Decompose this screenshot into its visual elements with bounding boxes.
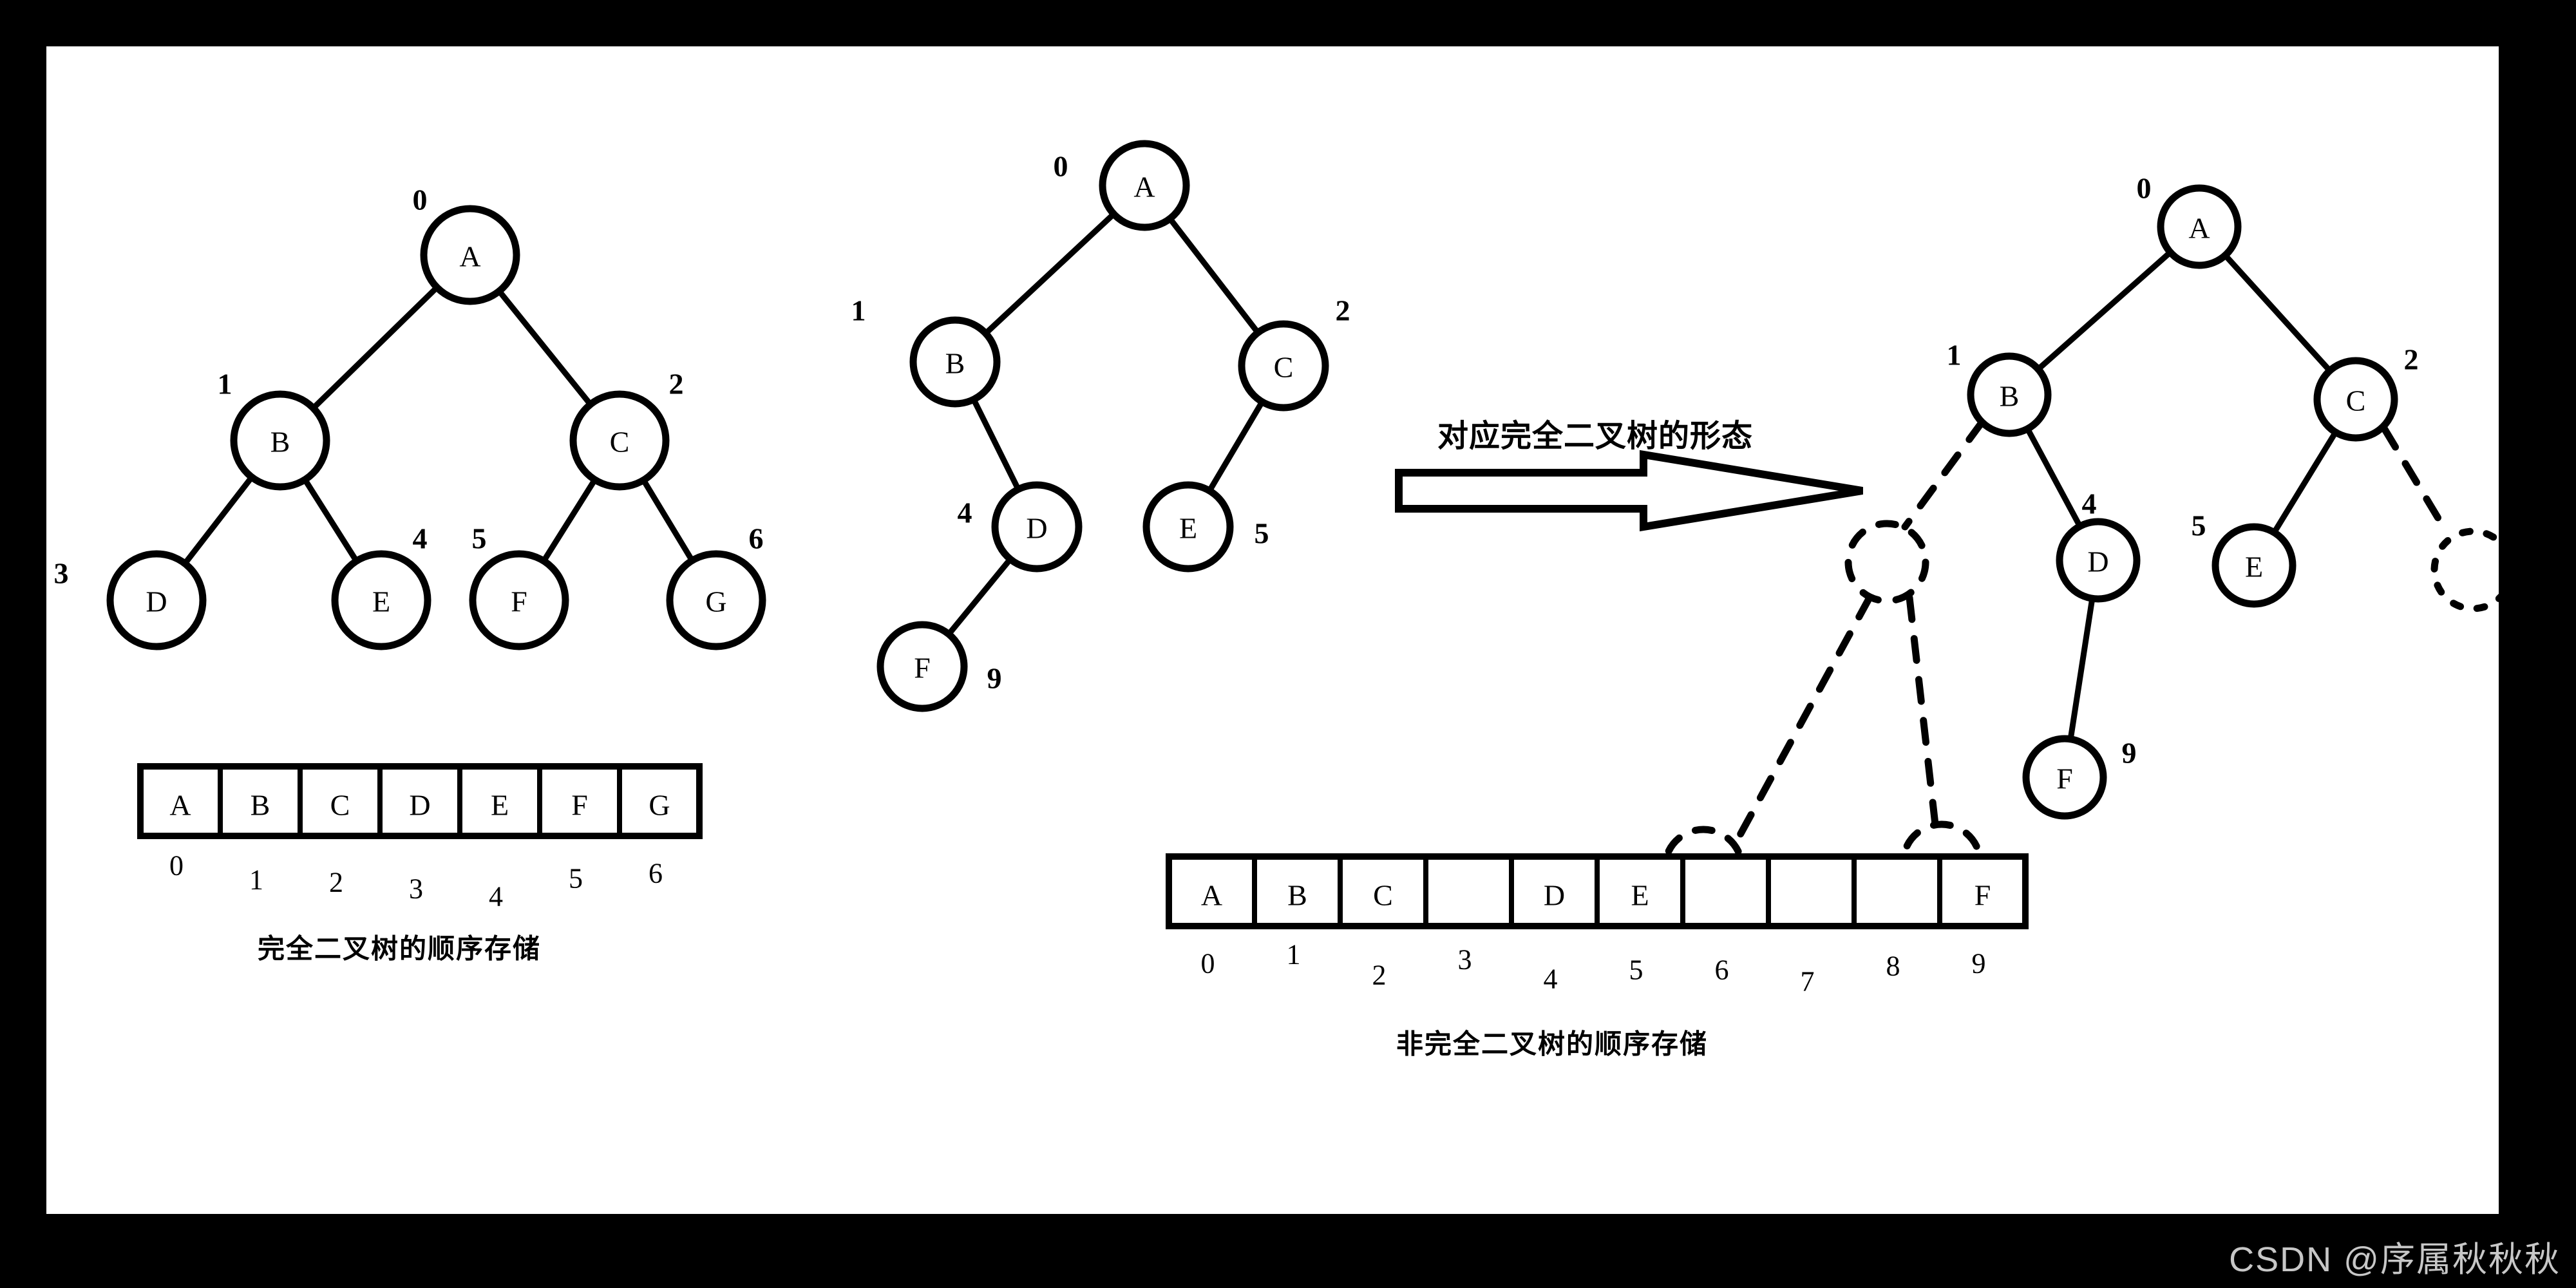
middle-tree-node-label-B: B: [945, 346, 965, 380]
left-array-cell-1: B: [250, 788, 270, 822]
figure-canvas: [46, 46, 2499, 1214]
left-array-cell-0: A: [169, 788, 191, 822]
left-array-index-3: 3: [409, 873, 423, 905]
left-array-cell-5: F: [571, 788, 588, 822]
left-tree-node-label-C: C: [609, 425, 630, 459]
middle-tree-node-label-F: F: [914, 651, 931, 685]
right-array-cell-9: F: [1974, 878, 1991, 912]
left-tree-node-label-D: D: [146, 585, 167, 618]
right-array-index-3: 3: [1457, 943, 1472, 976]
left-array-index-2: 2: [329, 866, 343, 898]
right-array-index-7: 7: [1800, 965, 1815, 998]
right-array-cell-1: B: [1287, 878, 1307, 912]
left-array-index-6: 6: [649, 857, 663, 889]
right-array-cell-5: E: [1631, 878, 1649, 912]
right-tree-node-label-C: C: [2345, 384, 2366, 417]
left-array-cell-6: G: [649, 788, 670, 822]
left-tree-node-index-G: 6: [748, 522, 764, 555]
left-array-index-4: 4: [489, 880, 503, 913]
left-tree-node-index-C: 2: [668, 367, 684, 401]
middle-tree-node-label-A: A: [1133, 170, 1155, 204]
right-tree-node-label-F: F: [2056, 762, 2073, 795]
left-array-cell-2: C: [330, 788, 350, 822]
right-tree-node-label-E: E: [2244, 550, 2264, 583]
left-tree-node-label-G: G: [705, 585, 727, 618]
middle-tree-node-index-E: 5: [1254, 516, 1269, 550]
right-array-index-5: 5: [1629, 954, 1643, 986]
right-array-index-8: 8: [1886, 950, 1900, 982]
right-tree-node-index-F: 9: [2121, 736, 2137, 770]
left-tree-node-label-E: E: [372, 585, 391, 618]
middle-tree-node-label-E: E: [1179, 511, 1198, 545]
right-array-caption: 非完全二叉树的顺序存储: [1396, 1028, 1709, 1059]
middle-tree-node-label-D: D: [1026, 511, 1048, 545]
left-array-index-1: 1: [249, 864, 263, 896]
right-array-cell-4: D: [1543, 878, 1566, 912]
left-tree-node-index-A: 0: [412, 183, 428, 216]
left-tree-node-index-E: 4: [412, 522, 428, 555]
left-tree-node-label-F: F: [511, 585, 527, 618]
right-tree-node-label-B: B: [1999, 379, 2020, 413]
middle-tree-node-label-C: C: [1273, 350, 1294, 384]
left-array-cell-3: D: [409, 788, 431, 822]
left-tree-node-label-A: A: [459, 240, 481, 273]
left-array-cell-4: E: [490, 788, 509, 822]
left-array-caption: 完全二叉树的顺序存储: [257, 933, 542, 964]
right-array-index-1: 1: [1286, 938, 1301, 971]
right-array-index-6: 6: [1714, 954, 1729, 986]
right-array-index-2: 2: [1372, 959, 1387, 991]
right-tree-node-label-A: A: [2188, 211, 2210, 245]
left-tree-node-index-F: 5: [471, 522, 487, 555]
left-array-index-5: 5: [569, 862, 583, 895]
middle-tree-node-index-C: 2: [1335, 294, 1350, 327]
right-array-cell-2: C: [1373, 878, 1393, 912]
right-array-index-9: 9: [1971, 947, 1986, 980]
middle-tree-node-index-F: 9: [987, 661, 1002, 695]
right-array-cell-0: A: [1200, 878, 1223, 912]
right-tree-node-index-B: 1: [1946, 338, 1962, 372]
right-tree-node-label-D: D: [2087, 545, 2109, 578]
left-tree-node-index-B: 1: [217, 367, 232, 401]
middle-tree-node-index-A: 0: [1053, 149, 1068, 183]
right-array-index-0: 0: [1200, 947, 1215, 980]
middle-tree-node-index-D: 4: [957, 496, 972, 529]
left-tree-node-label-B: B: [270, 425, 290, 459]
transform-arrow-label: 对应完全二叉树的形态: [1437, 419, 1754, 453]
right-tree-node-index-A: 0: [2136, 171, 2152, 205]
left-tree-node-index-D: 3: [53, 556, 69, 590]
right-array-index-4: 4: [1543, 963, 1558, 995]
left-array-index-0: 0: [169, 849, 184, 882]
middle-tree-node-index-B: 1: [851, 294, 866, 327]
watermark: CSDN @序属秋秋秋: [2229, 1240, 2561, 1279]
right-tree-node-index-E: 5: [2191, 509, 2206, 542]
right-tree-node-index-D: 4: [2081, 487, 2097, 520]
right-tree-node-index-C: 2: [2403, 343, 2419, 376]
